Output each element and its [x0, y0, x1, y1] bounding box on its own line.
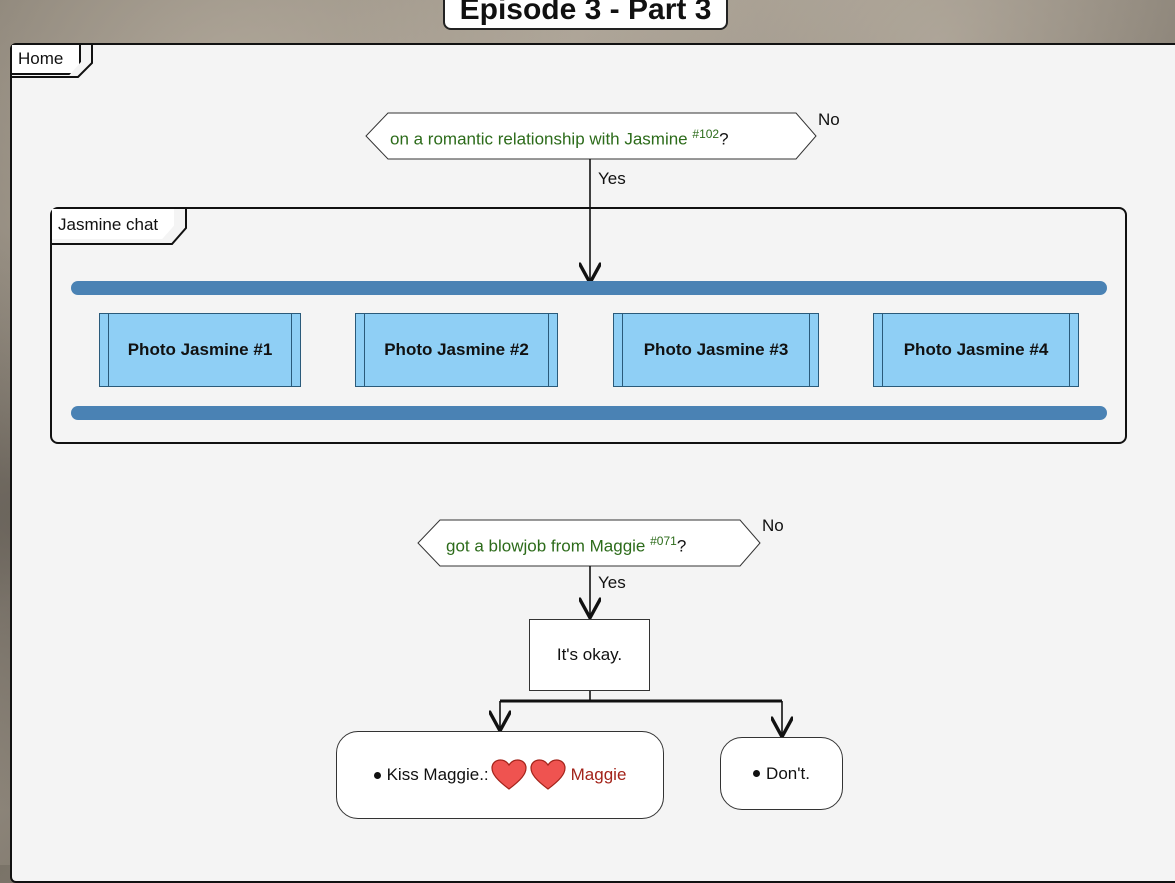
condition1-text: on a romantic relationship with Jasmine …: [390, 127, 729, 150]
condition1-label: on a romantic relationship with Jasmine: [390, 129, 688, 149]
condition2-text: got a blowjob from Maggie #071?: [446, 534, 686, 557]
flow-connectors: [12, 45, 817, 865]
photo-jasmine-4: Photo Jasmine #4: [873, 313, 1079, 387]
jasmine-chat-label: Jasmine chat: [52, 209, 174, 239]
photo-jasmine-3: Photo Jasmine #3: [613, 313, 819, 387]
photo-jasmine-2: Photo Jasmine #2: [355, 313, 558, 387]
statement-box: It's okay.: [529, 619, 650, 691]
choice-dont-label: Don't.: [766, 763, 810, 783]
statement-text: It's okay.: [556, 645, 623, 664]
heart-icon: [491, 759, 527, 790]
bullet-icon: [373, 771, 381, 779]
choice-dont[interactable]: Don't.: [720, 737, 843, 810]
home-frame-label: Home: [12, 45, 81, 75]
condition1-no-label: No: [818, 110, 840, 129]
condition1-shape: [365, 112, 817, 160]
choice-kiss-label: Kiss Maggie.:: [386, 765, 489, 784]
condition1-yes-label: Yes: [598, 169, 626, 188]
condition2-no-label: No: [762, 516, 784, 535]
condition1-ref: #102: [692, 127, 720, 141]
photo-jasmine-1: Photo Jasmine #1: [99, 313, 301, 387]
fork-bar-bottom: [71, 406, 1107, 420]
choice-kiss-character: Maggie: [570, 765, 627, 784]
choice-kiss-maggie[interactable]: Kiss Maggie.: Maggie: [336, 731, 664, 819]
heart-icon: [530, 759, 566, 790]
episode-title: Episode 3 - Part 3: [443, 0, 728, 30]
fork-bar-top: [71, 281, 1107, 295]
condition2-yes-label: Yes: [598, 573, 626, 592]
jasmine-chat-frame: [50, 207, 1127, 444]
condition1-suffix: ?: [719, 129, 729, 149]
condition2-ref: #071: [650, 534, 677, 548]
heart-icons: [491, 759, 566, 790]
condition2-label: got a blowjob from Maggie: [446, 536, 646, 556]
condition2-shape: [417, 519, 761, 567]
condition2-suffix: ?: [676, 536, 687, 556]
bullet-icon: [753, 770, 761, 777]
